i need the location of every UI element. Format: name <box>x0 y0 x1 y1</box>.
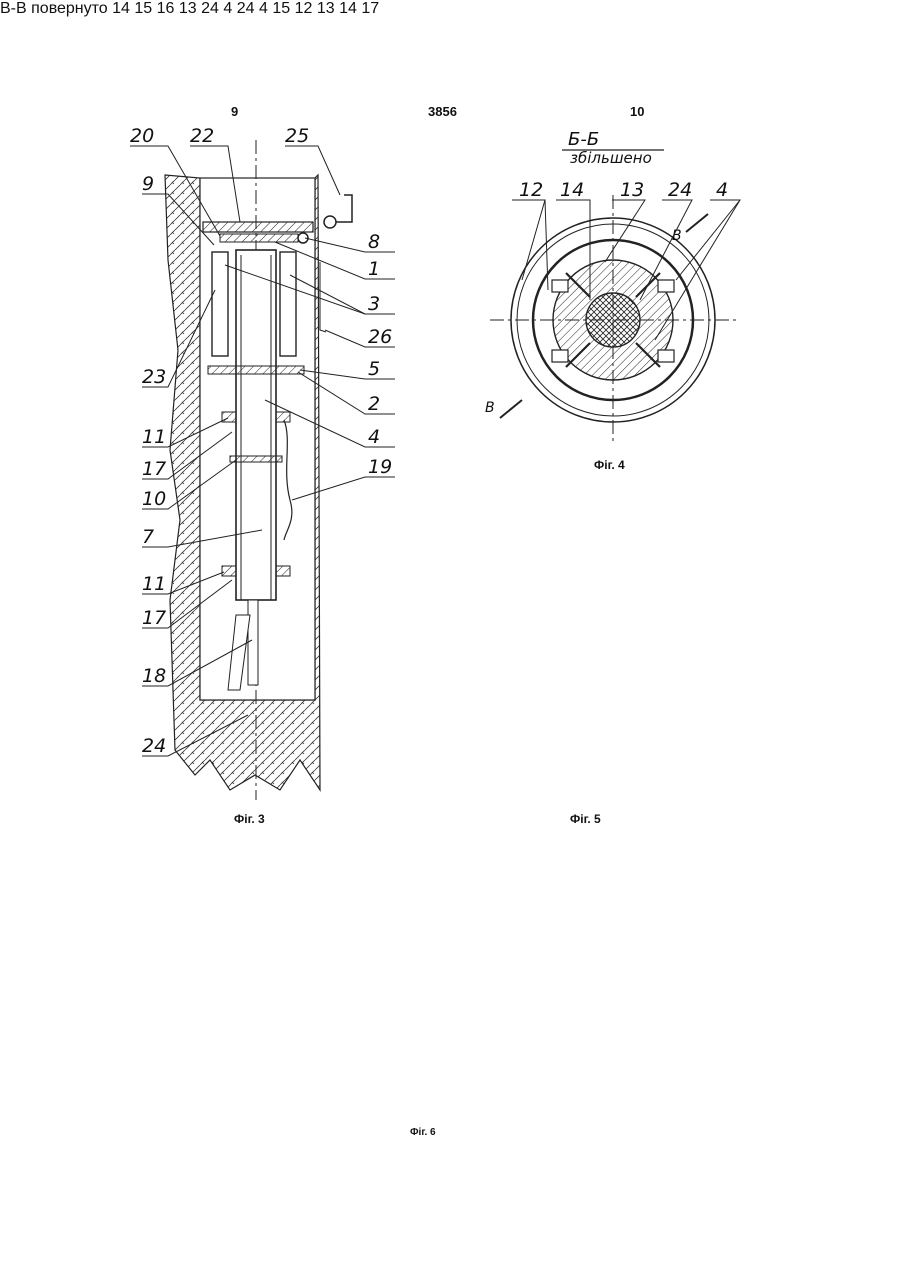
fig3-label-17b: 17 <box>142 607 166 629</box>
fig3-label-25: 25 <box>285 125 309 147</box>
fig3-label-4: 4 <box>368 426 380 448</box>
fig4-label-13: 13 <box>620 179 644 201</box>
fig3-label-18: 18 <box>142 665 166 687</box>
fig3-label-11b: 11 <box>142 573 166 595</box>
fig3-label-3: 3 <box>368 293 380 315</box>
fig6-caption: Фіг. 6 <box>410 1127 436 1138</box>
fig4-section-note: збільшено <box>570 149 652 167</box>
fig3-label-8: 8 <box>368 231 380 253</box>
fig5-caption: Фіг. 5 <box>570 812 601 826</box>
fig4-label-v-bottom: В <box>485 400 495 416</box>
fig4-label-14: 14 <box>560 179 584 201</box>
fig3-label-23: 23 <box>142 366 166 388</box>
fig3-label-20: 20 <box>130 125 154 147</box>
figure-3 <box>165 140 352 800</box>
figure-4 <box>490 195 740 445</box>
fig4-section-title: Б-Б <box>568 129 599 150</box>
fig3-label-19: 19 <box>368 456 392 478</box>
fig4-label-24: 24 <box>668 179 692 201</box>
fig3-label-11a: 11 <box>142 426 166 448</box>
fig3-label-22: 22 <box>190 125 214 147</box>
fig3-label-17a: 17 <box>142 458 166 480</box>
fig3-label-2: 2 <box>368 393 380 415</box>
fig3-label-1: 1 <box>368 258 380 280</box>
fig3-label-10: 10 <box>142 488 166 510</box>
fig4-label-4: 4 <box>716 179 728 201</box>
fig3-label-5: 5 <box>368 358 380 380</box>
fig3-label-26: 26 <box>368 326 392 348</box>
fig3-caption: Фіг. 3 <box>234 812 265 826</box>
fig3-label-24: 24 <box>142 735 166 757</box>
fig4-caption: Фіг. 4 <box>594 458 625 472</box>
fig3-label-9: 9 <box>142 173 154 195</box>
fig4-label-12: 12 <box>519 179 543 201</box>
fig3-label-7: 7 <box>142 526 154 548</box>
